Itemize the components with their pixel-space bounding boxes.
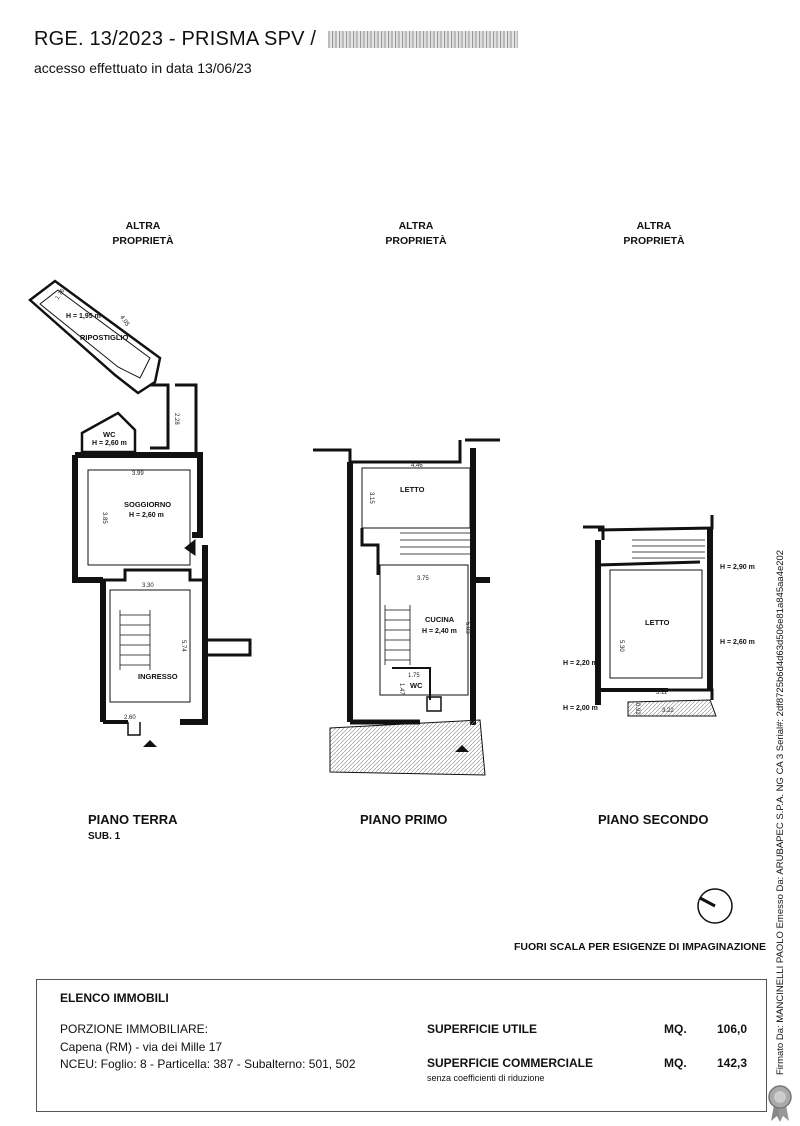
property-address: Capena (RM) - via dei Mille 17 bbox=[60, 1040, 223, 1054]
scale-note: FUORI SCALA PER ESIGENZE DI IMPAGINAZION… bbox=[513, 941, 766, 953]
dim-3-15: 3.15 bbox=[368, 492, 374, 504]
room-wc-primo: WC bbox=[410, 681, 423, 690]
seal-icon bbox=[768, 1085, 792, 1122]
dim-2-28: 2.28 bbox=[173, 413, 179, 425]
room-letto-secondo: LETTO bbox=[645, 618, 670, 627]
nceu-reference: NCEU: Foglio: 8 - Particella: 387 - Suba… bbox=[60, 1057, 356, 1071]
neighbor-line1: ALTRA bbox=[636, 220, 672, 232]
floor-label-primo: PIANO PRIMO bbox=[360, 812, 448, 827]
neighbor-line2: PROPRIETÀ bbox=[112, 235, 174, 247]
neighbor-label-primo: ALTRA PROPRIETÀ bbox=[356, 219, 476, 249]
soggiorno-height: H = 2,60 m bbox=[129, 512, 164, 519]
dim-3-11: 3.11 bbox=[656, 690, 668, 696]
dim-3-85: 3.85 bbox=[101, 512, 107, 524]
superficie-commerciale-unit: MQ. bbox=[664, 1056, 687, 1070]
neighbor-line1: ALTRA bbox=[398, 220, 434, 232]
room-soggiorno: SOGGIORNO bbox=[124, 500, 171, 509]
dim-1-75: 1.75 bbox=[408, 673, 420, 679]
neighbor-label-secondo: ALTRA PROPRIETÀ bbox=[594, 219, 714, 249]
dim-3-75: 3.75 bbox=[417, 576, 429, 582]
elenco-immobili-box: ELENCO IMMOBILI PORZIONE IMMOBILIARE: Ca… bbox=[36, 979, 767, 1112]
dim-5-30: 5.30 bbox=[618, 640, 624, 652]
dim-3-30: 3.30 bbox=[142, 583, 154, 589]
dim-5-03: 5.03 bbox=[464, 622, 470, 634]
dim-3-22: 3.22 bbox=[662, 708, 674, 714]
dim-4-46: 4.46 bbox=[411, 463, 423, 469]
height-2-00: H = 2,00 m bbox=[563, 705, 598, 712]
plan-piano-secondo bbox=[583, 515, 717, 717]
dim-2-60: 2.60 bbox=[124, 715, 136, 721]
room-wc-terra: WC bbox=[103, 430, 116, 439]
plan-piano-primo bbox=[313, 438, 500, 776]
dim-1-47: 1.47 bbox=[398, 683, 404, 695]
room-ripostiglio: RIPOSTIGLIO bbox=[80, 333, 129, 342]
height-2-90: H = 2,90 m bbox=[720, 564, 755, 571]
superficie-commerciale-value: 142,3 bbox=[717, 1056, 748, 1070]
dim-3-99: 3.99 bbox=[132, 471, 144, 477]
neighbor-line1: ALTRA bbox=[125, 220, 161, 232]
room-cucina: CUCINA bbox=[425, 615, 455, 624]
floor-label-terra: PIANO TERRA bbox=[88, 812, 178, 827]
porzione-label: PORZIONE IMMOBILIARE: bbox=[60, 1022, 209, 1036]
compass-icon bbox=[697, 888, 733, 924]
neighbor-label-terra: ALTRA PROPRIETÀ bbox=[83, 219, 203, 249]
ripostiglio-height: H = 1,95 m bbox=[66, 313, 101, 320]
floor-plans-drawing: H = 1,95 m RIPOSTIGLIO 1.76 4.05 2.28 WC… bbox=[28, 279, 755, 776]
neighbor-line2: PROPRIETÀ bbox=[623, 235, 685, 247]
cucina-height: H = 2,40 m bbox=[422, 628, 457, 635]
neighbor-line2: PROPRIETÀ bbox=[385, 235, 447, 247]
superficie-utile-unit: MQ. bbox=[664, 1022, 687, 1036]
digital-signature-text: Firmato Da: MANCINELLI PAOLO Emesso Da: … bbox=[775, 549, 786, 1075]
redacted-name bbox=[328, 31, 518, 48]
room-letto-primo: LETTO bbox=[400, 485, 425, 494]
height-2-20: H = 2,20 m bbox=[563, 660, 598, 667]
superficie-utile-value: 106,0 bbox=[717, 1022, 748, 1036]
dim-1-76: 1.76 bbox=[55, 288, 67, 302]
dim-4-05: 4.05 bbox=[118, 315, 130, 329]
dim-5-74: 5.74 bbox=[180, 640, 186, 652]
room-ingresso: INGRESSO bbox=[138, 672, 178, 681]
dim-0-92: 0.92 bbox=[634, 703, 640, 715]
floor-sub-terra: SUB. 1 bbox=[88, 831, 121, 842]
superficie-commerciale-label: SUPERFICIE COMMERCIALE bbox=[427, 1056, 594, 1070]
elenco-heading: ELENCO IMMOBILI bbox=[60, 991, 169, 1005]
wc-terra-height: H = 2,60 m bbox=[92, 440, 127, 447]
height-2-60: H = 2,60 m bbox=[720, 639, 755, 646]
plan-piano-terra bbox=[28, 279, 252, 747]
document-title: RGE. 13/2023 - PRISMA SPV / bbox=[34, 28, 317, 50]
floor-label-secondo: PIANO SECONDO bbox=[598, 812, 709, 827]
access-date-subtitle: accesso effettuato in data 13/06/23 bbox=[34, 60, 252, 76]
superficie-utile-label: SUPERFICIE UTILE bbox=[427, 1022, 538, 1036]
superficie-commerciale-note: senza coefficienti di riduzione bbox=[427, 1073, 545, 1083]
